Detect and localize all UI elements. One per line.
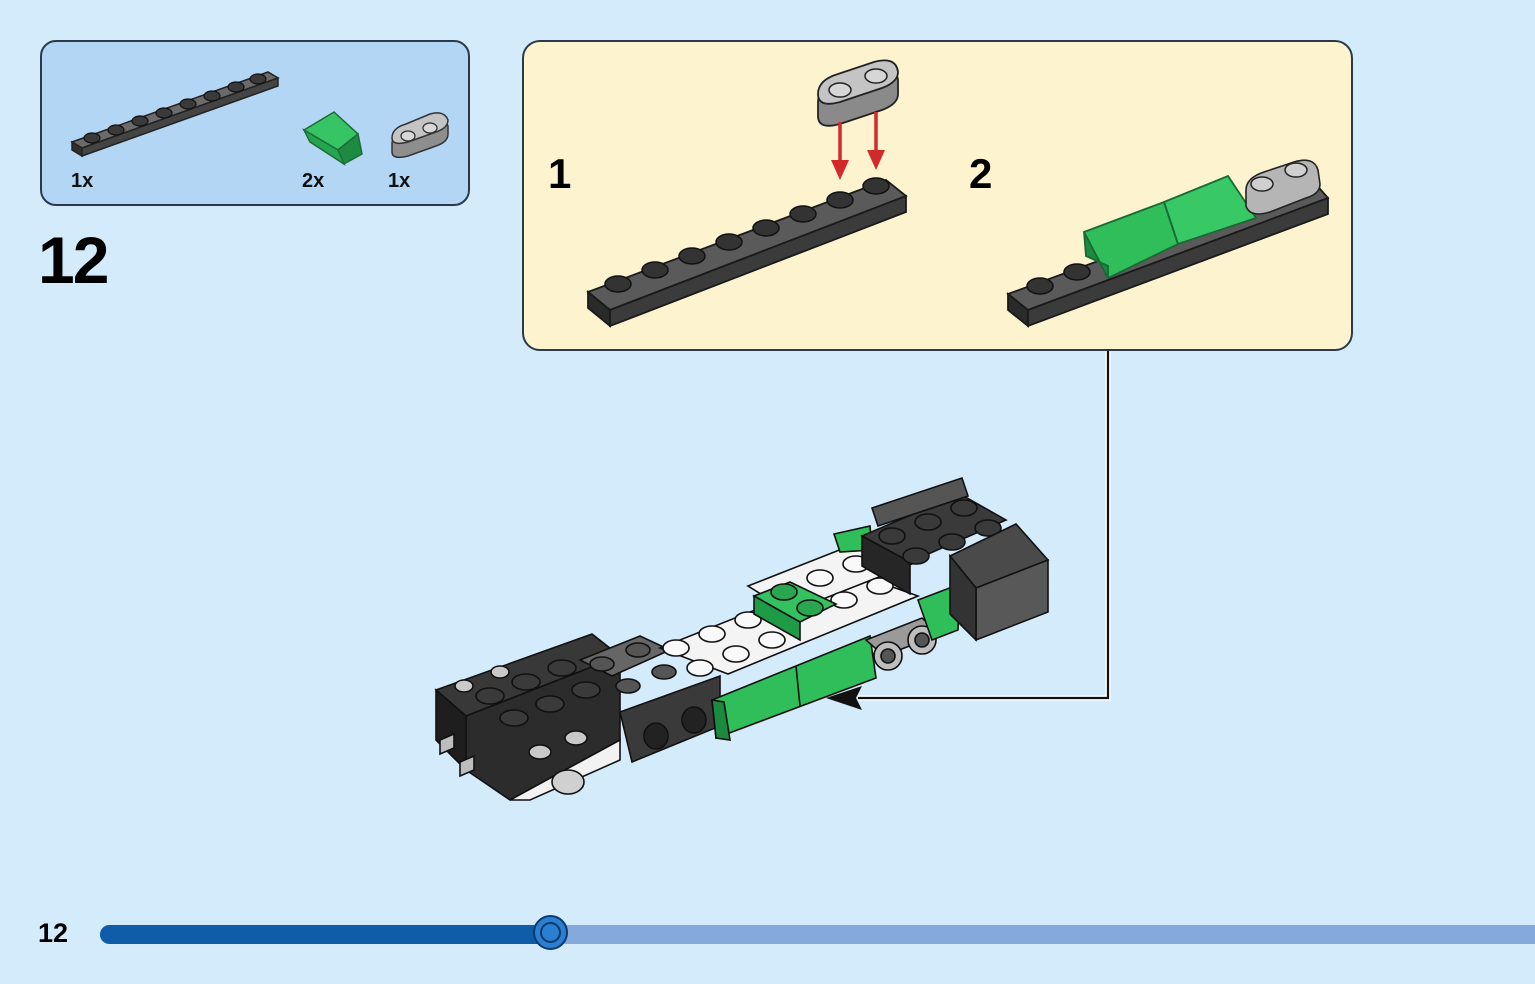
part-quantity-1: 1x [71,170,94,192]
progress-position-indicator [533,915,569,950]
parts-list-box: 1x 2x 1x [40,40,470,206]
page-number: 12 [38,918,69,948]
substep-label-2: 2 [969,150,993,197]
green-slope-brick-icon [302,111,363,166]
substep-1-light-gray-piece [817,59,899,127]
step-number: 12 [38,223,109,297]
substep-2-assembled-illustration [1006,159,1330,328]
placement-arrows [831,112,885,180]
progress-bar-fill [100,925,553,944]
callout-connector-arrow [826,351,1111,710]
dark-gray-plate-1x8-icon [70,71,280,158]
subassembly-callout: 1 2 [522,40,1353,351]
part-quantity-3: 1x [388,170,411,192]
substep-label-1: 1 [548,150,572,197]
part-quantity-2: 2x [302,170,325,192]
light-gray-plate-1x2-rounded-icon [391,112,449,159]
progress-bar [100,915,1535,950]
vehicle-model [434,476,1050,801]
substep-1-dark-plate-illustration [586,177,908,328]
